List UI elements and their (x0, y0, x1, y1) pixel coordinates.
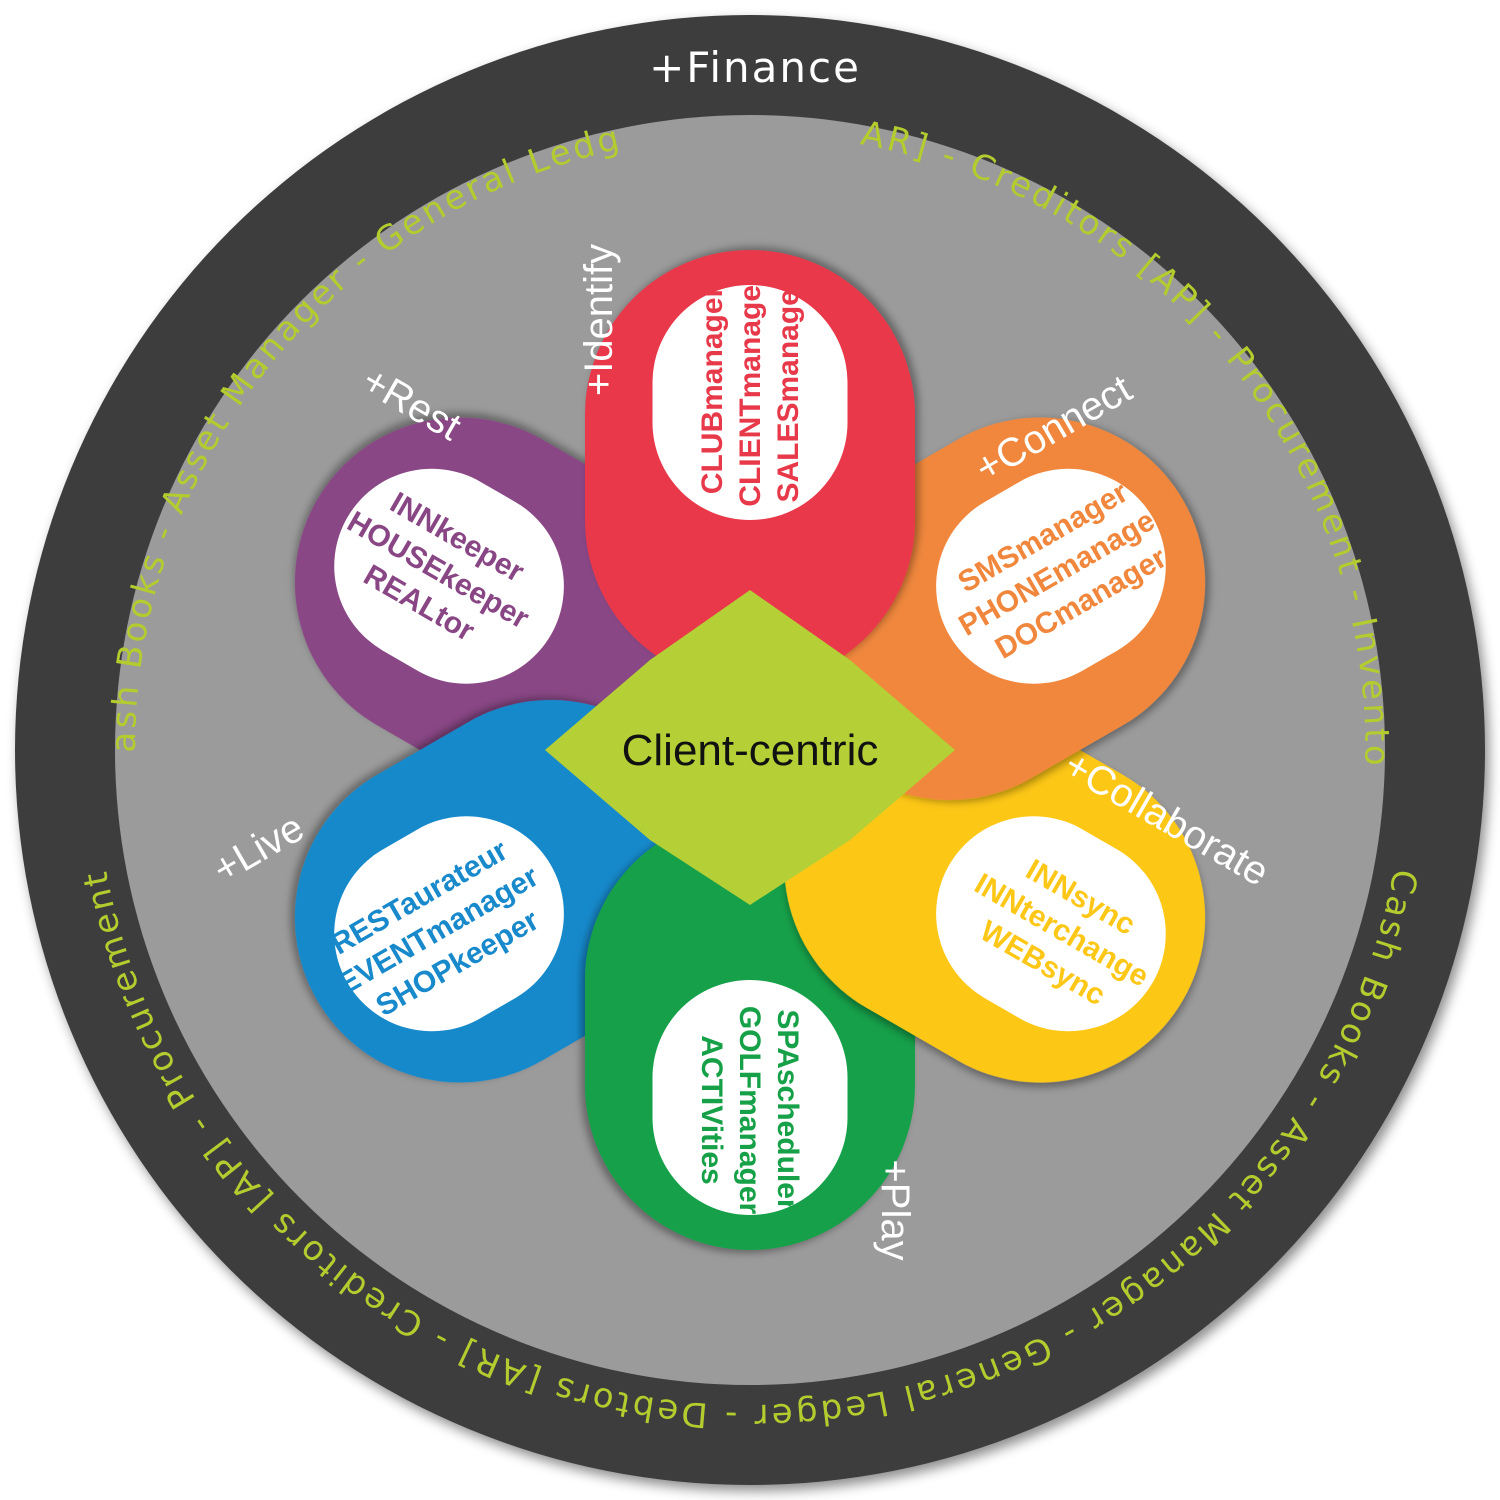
petal-identify-label: +Identify (577, 244, 621, 396)
product-identify-0: CLUBmanager (696, 285, 729, 494)
product-identify-2: SALESmanager (772, 277, 805, 502)
petal-live-inner (334, 816, 564, 1032)
petal-live-inner-fill (334, 816, 564, 1032)
petal-connect-inner (936, 468, 1166, 684)
petal-rest-inner (334, 468, 564, 684)
petal-play-label: +Play (873, 1159, 917, 1260)
petal-identify-inner-fill (652, 285, 848, 520)
petal-collaborate-inner (936, 816, 1166, 1032)
petal-rest-inner-fill (334, 468, 564, 684)
finance-label: +Finance (649, 43, 861, 92)
petal-play-inner-fill (652, 980, 848, 1215)
petal-collaborate-inner-fill (936, 816, 1166, 1032)
product-play-2: ACTIVities (695, 1035, 728, 1185)
petal-connect-inner-fill (936, 468, 1166, 684)
petal-play-inner (652, 980, 848, 1215)
center-star (545, 590, 955, 905)
petal-identify-inner (652, 285, 848, 520)
product-identify-1: CLIENTmanager (734, 273, 767, 507)
product-play-0: SPAscheduler (771, 1009, 804, 1211)
product-play-1: GOLFmanager (733, 1006, 766, 1215)
center-label: Client-centric (622, 726, 879, 775)
